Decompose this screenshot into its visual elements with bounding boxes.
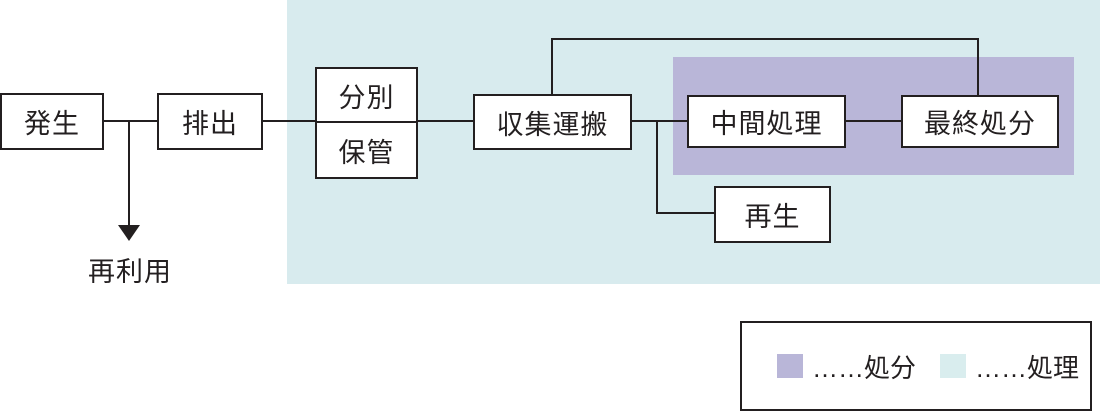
node-separation-storage: 分別 保管 bbox=[315, 67, 418, 179]
treatment-swatch bbox=[940, 354, 966, 378]
node-discharge: 排出 bbox=[157, 93, 263, 150]
legend-label-disposal: ……処分 bbox=[812, 352, 917, 383]
node-collection-transport: 収集運搬 bbox=[473, 94, 632, 150]
arrow-down-icon bbox=[118, 225, 140, 241]
connector-intermediate-final bbox=[846, 120, 901, 122]
node-intermediate-treatment: 中間処理 bbox=[687, 95, 846, 148]
node-final-disposal: 最終処分 bbox=[901, 95, 1059, 148]
feedback-line-left bbox=[551, 38, 553, 94]
legend-item-treatment: ……処理 bbox=[940, 323, 1079, 409]
reuse-label: 再利用 bbox=[88, 257, 172, 287]
node-regeneration: 再生 bbox=[714, 186, 831, 243]
connector-regeneration-vertical bbox=[656, 120, 658, 214]
connector-generation-discharge bbox=[104, 120, 157, 122]
feedback-line-right bbox=[977, 38, 979, 95]
connector-reuse-vertical bbox=[128, 120, 130, 226]
node-generation: 発生 bbox=[0, 93, 104, 150]
feedback-line-top bbox=[551, 38, 979, 40]
legend-item-disposal: ……処分 bbox=[777, 323, 916, 409]
connector-discharge-separation bbox=[263, 120, 315, 122]
disposal-swatch bbox=[777, 354, 803, 378]
node-storage: 保管 bbox=[317, 123, 416, 177]
connector-separation-collection bbox=[418, 120, 473, 122]
legend-label-treatment: ……処理 bbox=[975, 352, 1080, 383]
legend: ……処分 ……処理 bbox=[740, 321, 1092, 411]
connector-regeneration-horizontal bbox=[656, 212, 714, 214]
node-separation: 分別 bbox=[317, 69, 416, 123]
connector-collection-intermediate bbox=[632, 120, 687, 122]
